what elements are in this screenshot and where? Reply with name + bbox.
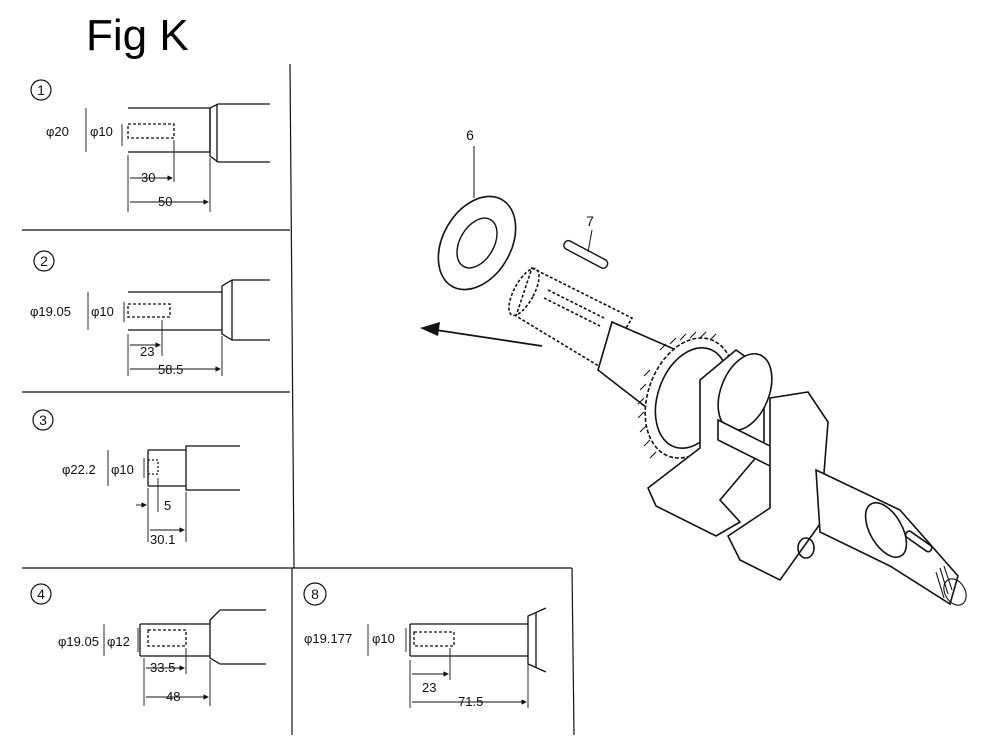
panel-number: 1 <box>37 82 45 98</box>
shaft-panel-2: 2 φ19.05 φ10 23 58.5 <box>30 250 270 377</box>
key-callout-number: 7 <box>586 213 594 229</box>
dim-inner-diameter: φ10 <box>90 124 113 139</box>
shaft-panel-1: 1 φ20 φ10 30 50 <box>30 79 270 212</box>
shaft-panel-3: 3 φ22.2 φ10 5 30.1 <box>32 409 240 547</box>
dim-outer-diameter: φ22.2 <box>62 462 96 477</box>
panel-number-badge <box>33 250 55 272</box>
dim-outer-diameter: φ19.177 <box>304 631 352 646</box>
dim-outer-diameter: φ19.05 <box>58 634 99 649</box>
dim-long-length: 30.1 <box>150 532 175 547</box>
crankshaft <box>508 266 967 606</box>
dim-short-length: 23 <box>422 680 436 695</box>
dim-inner-diameter: φ10 <box>372 631 395 646</box>
gear-teeth <box>637 331 717 459</box>
dimension-lines <box>107 450 187 542</box>
dim-inner-diameter: φ12 <box>107 634 130 649</box>
shaft-outline <box>409 607 547 673</box>
figure-title: Fig K <box>86 11 189 60</box>
dim-inner-diameter: φ10 <box>91 304 114 319</box>
dim-outer-diameter: φ19.05 <box>30 304 71 319</box>
dim-short-length: 30 <box>141 170 155 185</box>
dimension-lines <box>103 624 211 706</box>
washer-part: 6 <box>437 127 517 291</box>
dim-short-length: 5 <box>164 498 171 513</box>
panel-number-badge <box>303 582 327 606</box>
key-part: 7 <box>563 213 609 269</box>
shaft-outline <box>139 609 266 665</box>
dim-outer-diameter: φ20 <box>46 124 69 139</box>
dimension-lines <box>87 292 223 376</box>
dim-long-length: 50 <box>158 194 172 209</box>
thread-end <box>935 565 967 606</box>
assembly-arrow <box>420 322 543 347</box>
panel-number: 3 <box>39 412 47 428</box>
dim-inner-diameter: φ10 <box>111 462 134 477</box>
shaft-outline <box>127 279 270 341</box>
washer-callout-number: 6 <box>466 127 474 143</box>
dim-long-length: 48 <box>166 689 180 704</box>
panel-number-badge <box>30 79 52 101</box>
dim-long-length: 58.5 <box>158 362 183 377</box>
dim-short-length: 33.5 <box>150 660 175 675</box>
panel-frame <box>22 63 575 736</box>
dimension-lines <box>367 624 529 708</box>
dim-short-length: 23 <box>140 344 154 359</box>
shaft-panel-8: 8 φ19.177 φ10 23 71.5 <box>303 582 547 709</box>
shaft-panel-4: 4 φ19.05 φ12 33.5 48 <box>30 583 266 706</box>
panel-number: 4 <box>37 586 45 602</box>
panel-number-badge <box>32 409 54 431</box>
panel-number-badge <box>30 583 52 605</box>
dim-long-length: 71.5 <box>458 694 483 709</box>
panel-number: 8 <box>311 586 319 602</box>
shaft-outline <box>127 103 270 163</box>
shaft-outline <box>147 445 240 491</box>
panel-number: 2 <box>40 253 48 269</box>
dimension-lines <box>85 108 211 212</box>
